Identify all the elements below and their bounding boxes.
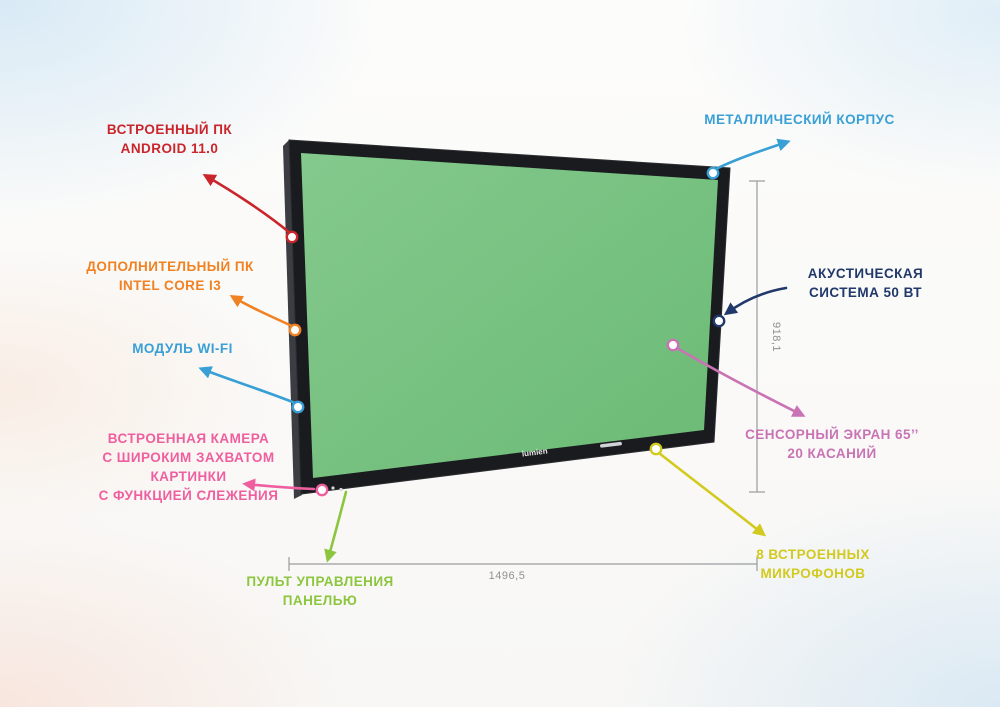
height-dimension-line <box>749 180 765 493</box>
callout-wifi-label: МОДУЛЬ WI-FI <box>132 341 233 356</box>
width-dimension-line <box>288 557 758 571</box>
sensor-bar <box>600 441 622 448</box>
arrow-acoustic <box>723 286 788 316</box>
arrow-microphones <box>657 451 767 537</box>
arrow-metallic <box>714 138 791 171</box>
callout-microphones-label: 8 ВСТРОЕННЫХ МИКРОФОНОВ <box>756 547 870 582</box>
connector-dot-camera <box>315 483 329 497</box>
height-dimension-value: 918,1 <box>770 321 782 353</box>
arrow-additional-pc <box>229 294 294 328</box>
callout-acoustic-label: АКУСТИЧЕСКАЯ СИСТЕМА 50 ВТ <box>807 266 924 301</box>
connector-dot-builtin-pc <box>285 230 299 244</box>
bezel-indicator <box>339 487 343 492</box>
arrow-touchscreen <box>675 346 806 417</box>
bezel-indicator <box>331 486 335 490</box>
connector-dot-acoustic <box>712 314 726 328</box>
width-dimension-value: 1496,5 <box>488 570 526 582</box>
callout-additional-pc-label: ДОПОЛНИТЕЛЬНЫЙ ПК INTEL CORE I3 <box>86 259 254 294</box>
arrow-builtin-pc <box>202 174 292 235</box>
callout-metallic-label: МЕТАЛЛИЧЕСКИЙ КОРПУС <box>704 112 895 127</box>
connector-dot-wifi <box>291 400 305 414</box>
connector-dot-metallic <box>706 166 720 180</box>
callout-builtin-pc-label: ВСТРОЕННЫЙ ПК ANDROID 11.0 <box>106 122 233 157</box>
callout-touchscreen-label: СЕНСОРНЫЙ ЭКРАН 65’’ 20 КАСАНИЙ <box>745 427 919 462</box>
connector-dot-additional-pc <box>288 323 302 337</box>
callout-remote-label: ПУЛЬТ УПРАВЛЕНИЯ ПАНЕЛЬЮ <box>246 574 394 609</box>
arrow-remote <box>324 490 348 563</box>
arrow-camera <box>242 478 316 492</box>
connector-dot-touchscreen <box>666 338 680 352</box>
arrow-wifi <box>198 366 297 405</box>
panel-screen <box>301 153 718 478</box>
connector-dot-microphones <box>649 442 663 456</box>
callout-camera-label: ВСТРОЕННАЯ КАМЕРА С ШИРОКИМ ЗАХВАТОМ КАР… <box>98 431 279 504</box>
brand-logo: lumien <box>521 446 548 458</box>
